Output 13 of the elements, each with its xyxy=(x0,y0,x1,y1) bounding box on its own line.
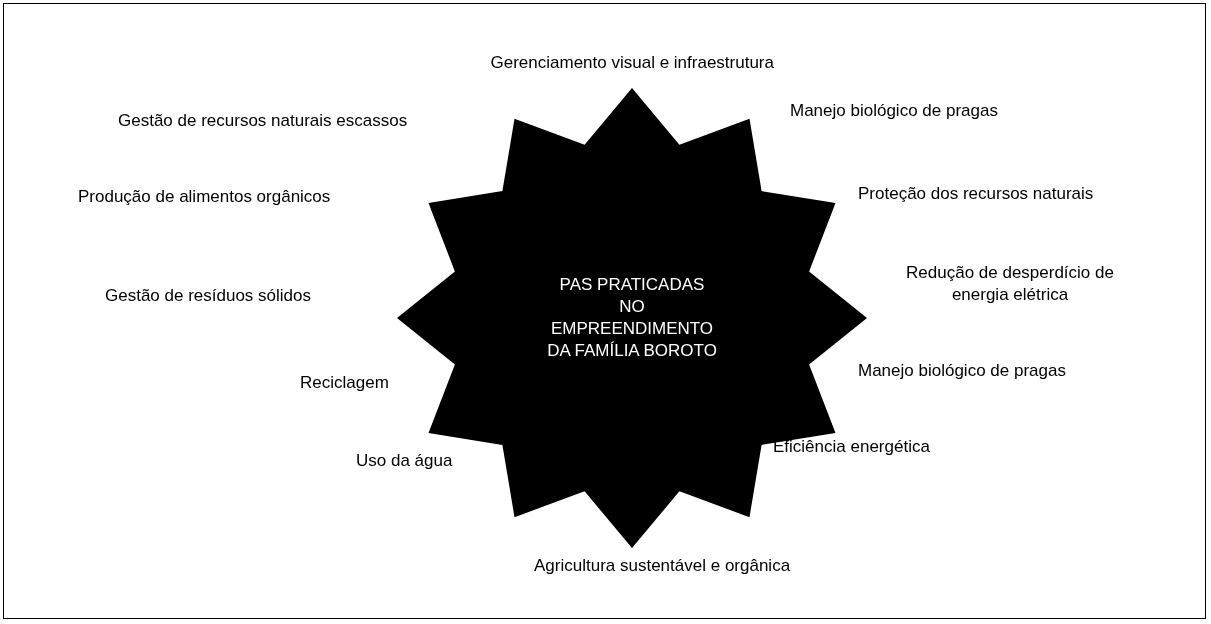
practice-label: Redução de desperdício de energia elétrica xyxy=(905,262,1115,307)
practice-label: Proteção dos recursos naturais xyxy=(858,183,1094,205)
center-title: PAS PRATICADAS NO EMPREENDIMENTO DA FAMÍLIA BOROTO xyxy=(547,273,717,363)
practice-label: Reciclagem xyxy=(300,372,389,394)
practice-label: Gestão de recursos naturais escassos xyxy=(118,110,408,132)
practice-label: Agricultura sustentável e orgânica xyxy=(534,555,791,577)
practice-label: Uso da água xyxy=(356,450,453,472)
practice-label: Gestão de resíduos sólidos xyxy=(105,285,311,307)
practice-label: Eficiência energética xyxy=(773,436,930,458)
practice-label: Gerenciamento visual e infraestrutura xyxy=(490,52,774,74)
practice-label: Manejo biológico de pragas xyxy=(858,360,1066,382)
practice-label: Produção de alimentos orgânicos xyxy=(78,186,331,208)
practice-label: Manejo biológico de pragas xyxy=(790,100,998,122)
